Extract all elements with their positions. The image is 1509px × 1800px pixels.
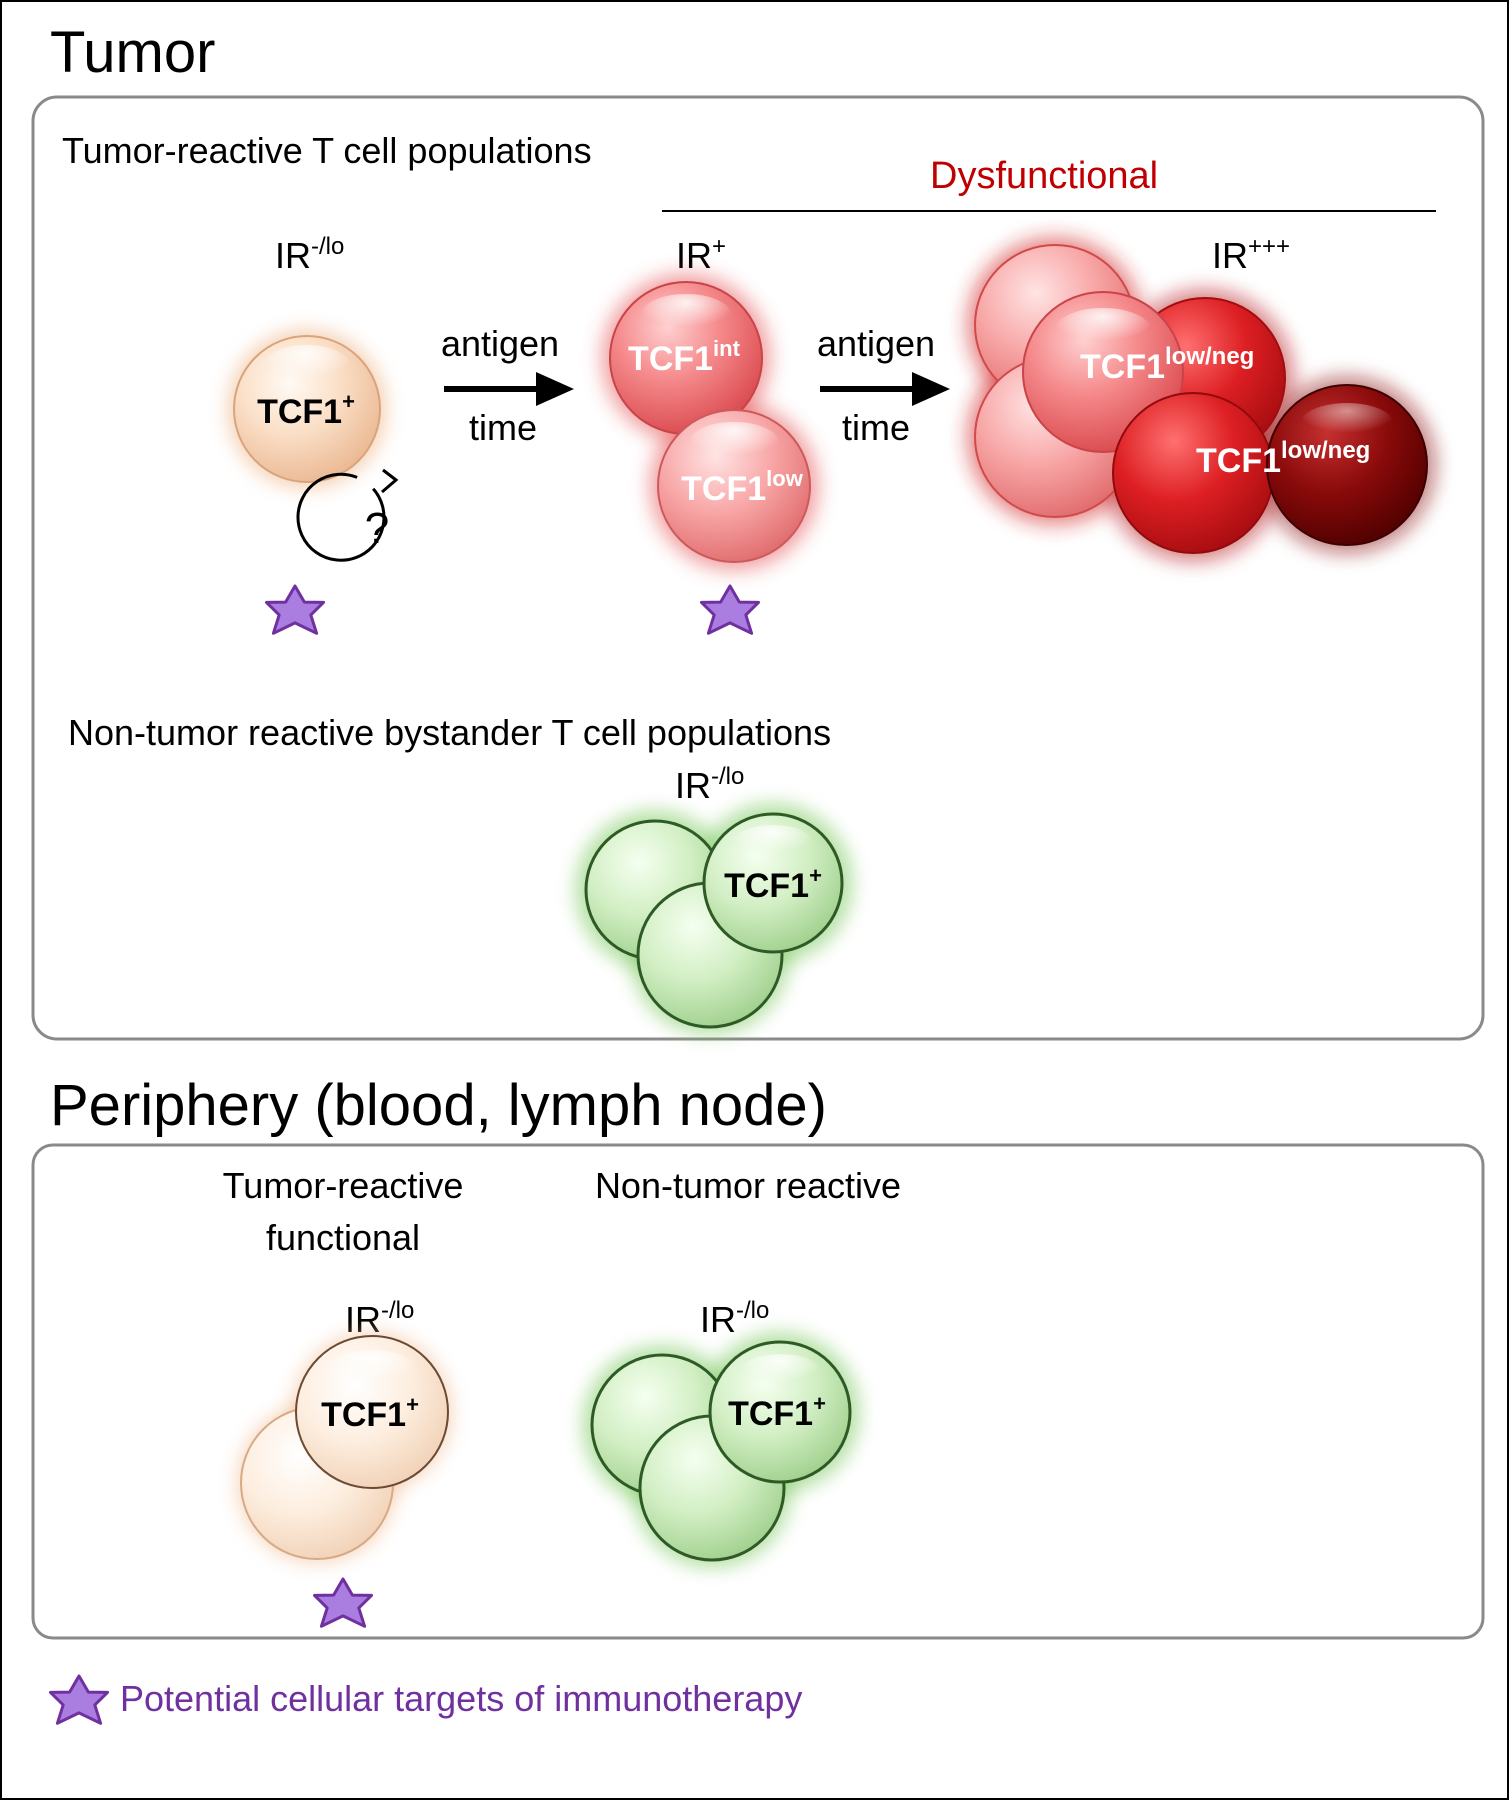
tcf1-lowneg-label-a: TCF1low/neg (1080, 343, 1254, 386)
dysfunctional-label: Dysfunctional (930, 155, 1158, 197)
periphery-col2-tcf1-label: TCF1+ (728, 1391, 826, 1433)
arrow1-antigen-label: antigen (441, 323, 559, 364)
legend-star-icon (49, 1674, 109, 1725)
arrow1-head (536, 372, 574, 406)
tcf1-int-label: TCF1int (628, 336, 741, 378)
bystander-ir-label: IR-/lo (675, 763, 744, 806)
arrow2-antigen-label: antigen (817, 323, 935, 364)
periphery-col1-line2: functional (266, 1217, 420, 1258)
tumor-heading: Tumor (50, 20, 215, 85)
tcf1-low-label: TCF1low (681, 466, 804, 508)
periphery-col1-line1: Tumor-reactive (223, 1165, 464, 1206)
periphery-tumor-reactive-cluster: TCF1+ (237, 1332, 452, 1563)
question-mark: ? (365, 504, 389, 553)
arrow2-head (912, 372, 950, 406)
periphery-non-reactive-cluster: TCF1+ (582, 1332, 860, 1568)
ir-lo-label: IR-/lo (275, 233, 344, 276)
star-icon (700, 584, 760, 635)
ir-plus-label: IR+ (676, 233, 726, 276)
tcf1-lowneg-label-b: TCF1low/neg (1196, 437, 1370, 480)
periphery-col2-ir-label: IR-/lo (700, 1297, 769, 1340)
ir-triple-plus-cell-cluster: TCF1low/neg TCF1low/neg (967, 237, 1435, 561)
legend-text: Potential cellular targets of immunother… (120, 1678, 802, 1719)
tumor-reactive-title: Tumor-reactive T cell populations (62, 130, 592, 171)
ir-plus-cell-cluster: TCF1int TCF1low (602, 274, 818, 570)
bystander-cell-cluster: TCF1+ (575, 803, 853, 1035)
ir-triple-plus-label: IR+++ (1212, 233, 1290, 276)
periphery-panel (31, 1143, 1485, 1640)
bystander-title: Non-tumor reactive bystander T cell popu… (68, 712, 831, 753)
self-renewal-icon: ? (296, 468, 399, 562)
star-icon (265, 584, 325, 635)
tcf1-plus-label: TCF1+ (257, 389, 355, 431)
tcf1-plus-stem-cell: TCF1+ (227, 329, 387, 489)
arrow2-time-label: time (842, 407, 910, 448)
arrow1-time-label: time (469, 407, 537, 448)
periphery-col2-title: Non-tumor reactive (595, 1165, 901, 1206)
bystander-tcf1-label: TCF1+ (724, 863, 822, 905)
star-icon (313, 1577, 373, 1628)
periphery-col1-tcf1-label: TCF1+ (321, 1392, 419, 1434)
periphery-heading: Periphery (blood, lymph node) (50, 1073, 827, 1138)
tumor-panel (31, 95, 1485, 1041)
